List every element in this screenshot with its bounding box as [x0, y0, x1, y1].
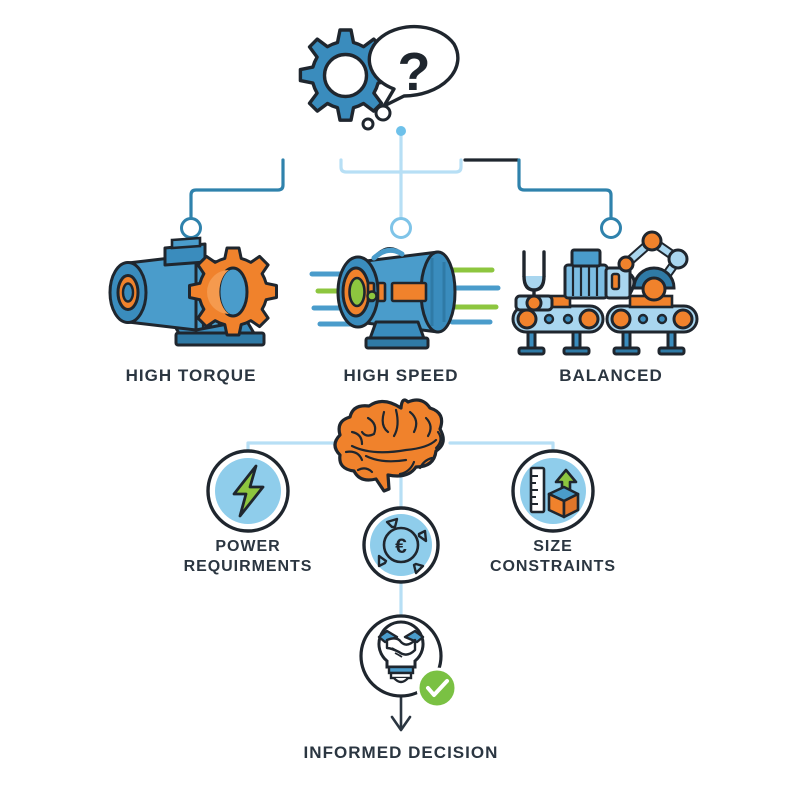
connector-left-branch	[189, 158, 285, 220]
option-label-high-torque: HIGH TORQUE	[125, 366, 257, 385]
option-label-balanced: BALANCED	[559, 366, 663, 385]
question-mark-speech-bubble: ?	[361, 24, 460, 131]
brain-icon	[333, 398, 445, 493]
criteria-circle-power[interactable]	[206, 449, 290, 533]
motor-speed-lines-icon	[309, 247, 501, 350]
connector-endpoint-middle	[390, 217, 412, 239]
criteria-label-power: POWER REQUIRMENTS	[183, 538, 313, 575]
euro-coin-arrows-icon: €	[377, 517, 428, 575]
conveyor-robot-arm-icon	[511, 230, 699, 356]
outcome-circle[interactable]	[359, 614, 458, 709]
lightbulb-handshake-icon	[377, 620, 425, 684]
connector-origin-dot	[396, 126, 406, 136]
question-mark-glyph: ?	[398, 42, 431, 102]
criteria-label-size: SIZE CONSTRAINTS	[489, 538, 617, 575]
green-check-badge-icon	[416, 667, 458, 709]
connector-endpoint-right	[600, 217, 622, 239]
criteria-circle-size[interactable]	[511, 449, 595, 533]
option-label-high-speed: HIGH SPEED	[343, 366, 459, 385]
connector-right-branch	[517, 158, 613, 220]
criteria-circle-budget[interactable]: €	[362, 506, 440, 584]
lightning-bolt-icon	[232, 464, 265, 518]
outcome-label: INFORMED DECISION	[303, 743, 499, 762]
bubble-dot-large	[374, 104, 392, 122]
ruler-box-arrow-icon	[529, 466, 580, 519]
bubble-dot-small	[361, 117, 375, 131]
motor-with-gear-icon	[108, 236, 278, 347]
euro-symbol: €	[395, 535, 407, 558]
connector-outcome-arrow-head	[390, 715, 412, 732]
